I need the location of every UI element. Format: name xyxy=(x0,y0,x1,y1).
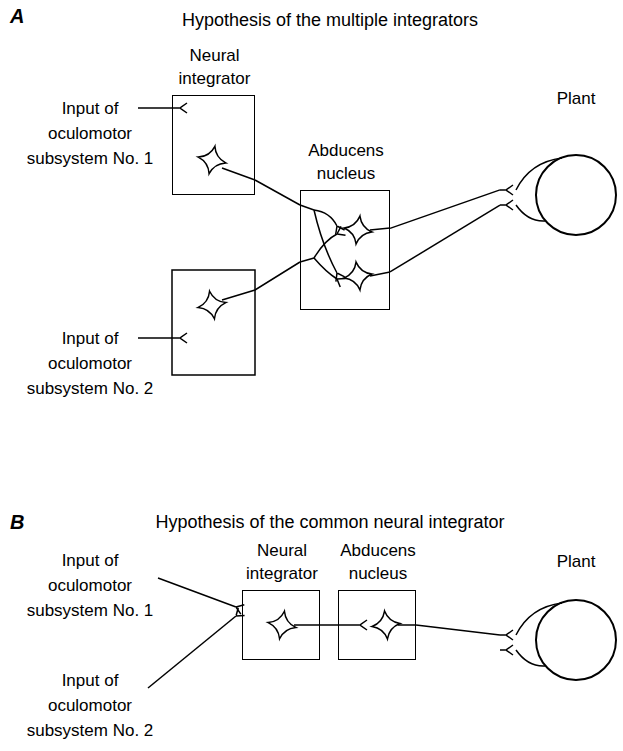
neuron xyxy=(196,289,228,321)
panel-title: Hypothesis of the common neural integrat… xyxy=(110,510,550,534)
neuron xyxy=(342,214,374,246)
node-heading: Neural integrator xyxy=(170,44,260,90)
neuron xyxy=(342,260,374,292)
node-heading: Plant xyxy=(557,87,596,110)
node-heading-group: Neural integrator xyxy=(237,539,327,585)
eye-muscle xyxy=(516,603,562,635)
axon xyxy=(294,624,320,626)
input-fiber xyxy=(138,107,180,109)
eyeball xyxy=(536,155,616,235)
node-heading-group: Neural integrator xyxy=(170,44,260,90)
nerve-ending xyxy=(500,189,506,191)
eye-muscle xyxy=(516,158,562,190)
node-heading: Neural integrator xyxy=(237,539,327,585)
input-label: Input of oculomotor subsystem No. 2 xyxy=(20,326,160,401)
axon xyxy=(222,262,300,300)
panel-letter: A xyxy=(10,4,40,28)
axon-branch xyxy=(314,210,337,273)
nerve-ending xyxy=(500,204,506,206)
node-heading-group: Plant xyxy=(557,550,596,573)
wires xyxy=(138,108,416,688)
axon-connector xyxy=(320,624,338,626)
node-heading: Abducens nucleus xyxy=(301,139,391,185)
input-fiber xyxy=(138,337,180,339)
eye-muscle xyxy=(516,650,545,666)
eyeball xyxy=(536,600,616,680)
plant-eye: Plant xyxy=(500,595,620,690)
input-fiber xyxy=(148,616,236,688)
node-heading: Plant xyxy=(557,550,596,573)
axon-connector xyxy=(416,625,500,635)
neuron xyxy=(371,610,402,641)
node-heading-group: Plant xyxy=(557,87,596,110)
eye-drawing xyxy=(500,595,620,690)
node-heading-group: Abducens nucleus xyxy=(301,139,391,185)
axon xyxy=(370,228,390,230)
axon xyxy=(398,624,416,626)
eye-drawing xyxy=(500,150,620,245)
input-label: Input of oculomotor subsystem No. 1 xyxy=(20,548,160,623)
nerve-ending xyxy=(500,634,506,636)
nucleus-box: Abducens nucleus xyxy=(338,590,416,660)
neuron xyxy=(266,609,298,641)
input-label: Input of oculomotor subsystem No. 2 xyxy=(20,668,160,743)
nucleus-box: Neural integrator xyxy=(172,95,255,195)
axon-branch xyxy=(314,258,337,279)
neuron xyxy=(195,143,228,176)
node-heading-group: Abducens nucleus xyxy=(333,539,423,585)
axon xyxy=(338,624,360,626)
axon-connector xyxy=(255,180,300,205)
nerve-ending xyxy=(500,649,506,651)
axon-connector xyxy=(390,205,500,272)
nucleus-box: Abducens nucleus xyxy=(300,190,390,310)
axon-connector xyxy=(390,190,500,229)
input-label: Input of oculomotor subsystem No. 1 xyxy=(20,96,160,171)
axon xyxy=(300,205,314,210)
plant-eye: Plant xyxy=(500,150,620,245)
panel-title: Hypothesis of the multiple integrators xyxy=(120,8,540,32)
axon-branch xyxy=(314,234,337,258)
axon xyxy=(222,168,255,180)
eye-muscle xyxy=(516,205,545,221)
axon xyxy=(300,258,314,262)
node-heading: Abducens nucleus xyxy=(333,539,423,585)
input-fiber xyxy=(158,578,236,607)
integrator-box xyxy=(172,270,255,375)
panel-letter: B xyxy=(10,510,40,534)
nucleus-box: Neural integrator xyxy=(242,590,320,660)
